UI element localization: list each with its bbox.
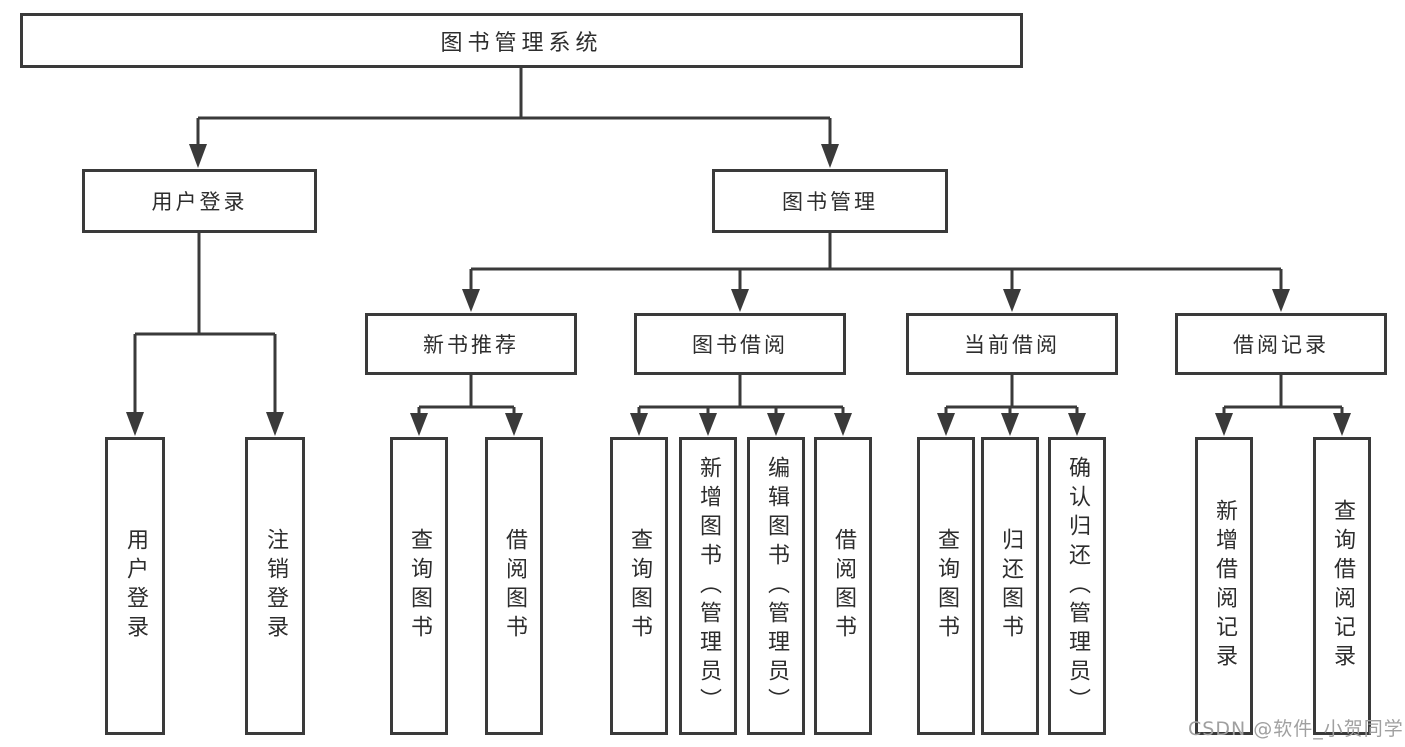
connector-record-to-leaves — [1215, 375, 1351, 436]
node-book-management-label: 图书管理 — [782, 190, 878, 214]
node-root-system: 图书管理系统 — [20, 13, 1023, 68]
arrowhead-icon — [266, 412, 284, 436]
leaf-confirm-return-admin: 确认归还（管理员） — [1048, 437, 1106, 735]
arrowhead-icon — [1003, 289, 1021, 312]
leaf-logout: 注销登录 — [245, 437, 305, 735]
connector-bookmgmt-to-groups — [462, 233, 1290, 312]
leaf-query-books-borrow-label: 查询图书 — [627, 528, 652, 644]
leaf-query-books-borrow: 查询图书 — [610, 437, 668, 735]
node-borrow-record-label: 借阅记录 — [1233, 333, 1329, 357]
leaf-query-books-recommend-label: 查询图书 — [407, 528, 432, 644]
arrowhead-icon — [189, 144, 207, 168]
arrowhead-icon — [462, 289, 480, 312]
leaf-add-borrow-record-label: 新增借阅记录 — [1212, 499, 1237, 673]
leaf-add-books-admin-label: 新增图书（管理员） — [696, 455, 721, 717]
arrowhead-icon — [410, 413, 428, 436]
node-book-management: 图书管理 — [712, 169, 948, 233]
arrowhead-icon — [821, 144, 839, 168]
arrowhead-icon — [1068, 413, 1086, 436]
node-user-login-label: 用户登录 — [151, 190, 248, 214]
leaf-query-books-current-label: 查询图书 — [934, 528, 959, 644]
leaf-query-books-current: 查询图书 — [917, 437, 975, 735]
connector-borrow-to-leaves — [630, 375, 852, 436]
leaf-edit-books-admin-label: 编辑图书（管理员） — [764, 455, 789, 717]
leaf-return-books-label: 归还图书 — [998, 528, 1023, 644]
leaf-query-borrow-record-label: 查询借阅记录 — [1330, 499, 1355, 673]
arrowhead-icon — [1001, 413, 1019, 436]
connector-current-to-leaves — [937, 375, 1086, 436]
arrowhead-icon — [699, 413, 717, 436]
leaf-query-borrow-record: 查询借阅记录 — [1313, 437, 1371, 735]
leaf-borrow-books-recommend: 借阅图书 — [485, 437, 543, 735]
arrowhead-icon — [834, 413, 852, 436]
arrowhead-icon — [767, 413, 785, 436]
node-new-book-recommend-label: 新书推荐 — [423, 333, 519, 357]
csdn-watermark: CSDN @软件_小贺同学 — [1188, 718, 1404, 740]
arrowhead-icon — [126, 412, 144, 436]
leaf-user-login-label: 用户登录 — [123, 528, 148, 644]
arrowhead-icon — [1215, 413, 1233, 436]
node-book-borrow-label: 图书借阅 — [692, 333, 788, 357]
leaf-return-books: 归还图书 — [981, 437, 1039, 735]
leaf-borrow-books-recommend-label: 借阅图书 — [502, 528, 527, 644]
arrowhead-icon — [505, 413, 523, 436]
node-current-borrow: 当前借阅 — [906, 313, 1118, 375]
leaf-confirm-return-admin-label: 确认归还（管理员） — [1065, 455, 1090, 717]
connector-root-to-branches — [189, 68, 839, 168]
node-borrow-record: 借阅记录 — [1175, 313, 1387, 375]
node-root-label: 图书管理系统 — [440, 30, 603, 56]
leaf-logout-label: 注销登录 — [263, 528, 288, 644]
arrowhead-icon — [731, 289, 749, 312]
node-new-book-recommend: 新书推荐 — [365, 313, 577, 375]
leaf-edit-books-admin: 编辑图书（管理员） — [747, 437, 805, 735]
node-current-borrow-label: 当前借阅 — [964, 333, 1060, 357]
node-user-login: 用户登录 — [82, 169, 317, 233]
leaf-query-books-recommend: 查询图书 — [390, 437, 448, 735]
leaf-add-books-admin: 新增图书（管理员） — [679, 437, 737, 735]
leaf-user-login: 用户登录 — [105, 437, 165, 735]
connector-newbook-to-leaves — [410, 375, 523, 436]
node-book-borrow: 图书借阅 — [634, 313, 846, 375]
arrowhead-icon — [937, 413, 955, 436]
leaf-add-borrow-record: 新增借阅记录 — [1195, 437, 1253, 735]
leaf-borrow-books: 借阅图书 — [814, 437, 872, 735]
arrowhead-icon — [630, 413, 648, 436]
connector-userlogin-to-leaves — [126, 233, 284, 436]
leaf-borrow-books-label: 借阅图书 — [831, 528, 856, 644]
arrowhead-icon — [1333, 413, 1351, 436]
arrowhead-icon — [1272, 289, 1290, 312]
